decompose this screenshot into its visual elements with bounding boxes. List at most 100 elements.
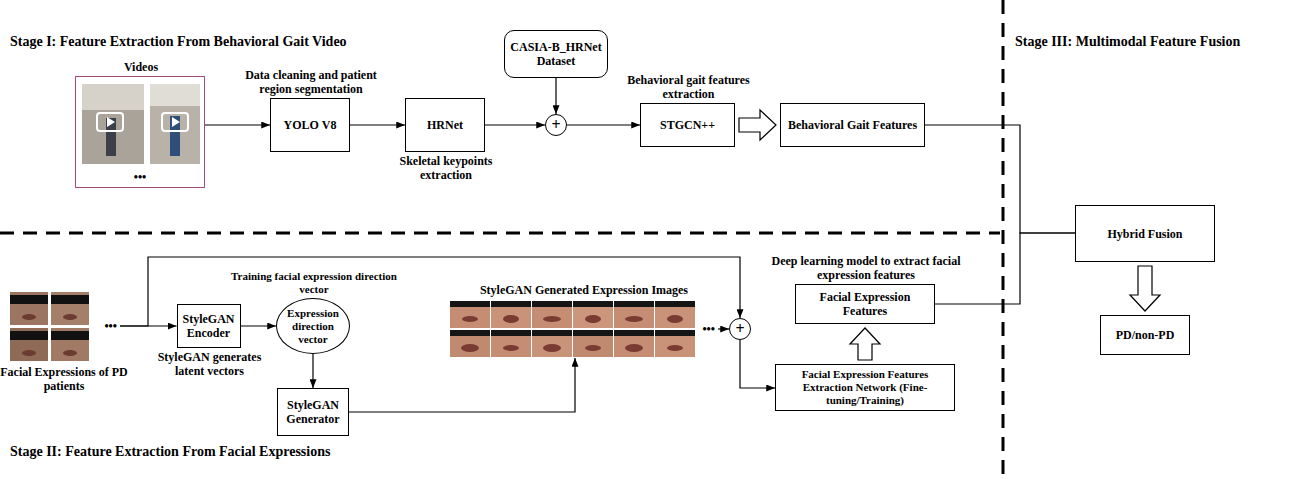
privacy-bar [655, 301, 695, 307]
privacy-bar [614, 330, 654, 336]
node-caption: Training facial expression direction vec… [229, 270, 399, 296]
process-box: STGCN++Behavioral gait features extracti… [640, 103, 735, 147]
expression-image [573, 301, 613, 328]
expression-image [450, 301, 490, 328]
play-icon [97, 113, 123, 131]
face-photo [10, 328, 48, 361]
node-content: + [730, 319, 750, 339]
privacy-bar [573, 330, 613, 336]
node-content: Behavioral Gait Features [781, 104, 924, 146]
node-caption: Facial Expressions of PD patients [0, 365, 129, 393]
feature-box: Facial Expression FeaturesDeep learning … [795, 284, 935, 324]
privacy-bar [491, 330, 531, 336]
ellipsis-mark: ••• [76, 170, 204, 184]
feature-box: Behavioral Gait Features [780, 103, 925, 147]
mouth [585, 315, 601, 323]
mouth [63, 314, 77, 320]
node-caption: Data cleaning and patient region segment… [236, 68, 386, 96]
node-text: PD/non-PD [1112, 328, 1179, 342]
face-photo [51, 292, 89, 325]
process-box: StyleGAN Generator [277, 388, 349, 436]
node-content: Expression direction vector [277, 299, 349, 353]
process-box: StyleGAN EncoderStyleGAN generates laten… [177, 304, 241, 348]
expression-image [532, 330, 572, 357]
node-text: + [731, 320, 748, 338]
process-box: HRNetSkeletal keypoints extraction [405, 98, 485, 152]
fusion-box: Hybrid Fusion [1075, 205, 1215, 262]
privacy-bar [614, 301, 654, 307]
face-photo [10, 292, 48, 325]
expression-image [532, 301, 572, 328]
node-content: StyleGAN Encoder [178, 305, 240, 347]
connector [935, 233, 1075, 304]
mouth [543, 344, 561, 352]
mouth [585, 345, 601, 351]
node-text: HRNet [423, 118, 467, 132]
node-content: CASIA-B_HRNet Dataset [505, 31, 607, 77]
expression-image [491, 330, 531, 357]
video-ceiling [150, 84, 200, 106]
privacy-bar [491, 301, 531, 307]
privacy-bar [532, 301, 572, 307]
node-content [8, 290, 120, 362]
node-text: StyleGAN Encoder [178, 312, 240, 340]
mouth [667, 345, 683, 351]
privacy-bar [450, 330, 490, 336]
dataset-box: CASIA-B_HRNet Dataset [504, 30, 608, 78]
mouth [625, 316, 643, 322]
node-caption: Behavioral gait features extraction [619, 73, 759, 101]
privacy-bar [10, 295, 48, 304]
connector [241, 325, 277, 326]
node-caption: Skeletal keypoints extraction [386, 154, 506, 182]
privacy-bar [10, 331, 48, 340]
sum-circle: + [729, 318, 751, 340]
video-frame [150, 84, 200, 164]
privacy-bar [51, 295, 89, 304]
block-arrow [1130, 266, 1160, 311]
generated-images [450, 301, 695, 357]
mouth [22, 350, 36, 356]
node-content: STGCN++ [641, 104, 734, 146]
vector-oval: Expression direction vectorTraining faci… [276, 298, 350, 354]
privacy-bar [450, 301, 490, 307]
mouth [667, 315, 683, 323]
stage-title: Stage I: Feature Extraction From Behavio… [10, 34, 347, 50]
connector [740, 340, 775, 388]
mouth [22, 314, 36, 320]
node-caption: Videos [81, 60, 201, 74]
privacy-bar [573, 301, 613, 307]
expression-image [491, 301, 531, 328]
node-caption: Deep learning model to extract facial ex… [751, 254, 981, 282]
connector [925, 125, 1075, 233]
connector [718, 328, 729, 329]
play-icon [162, 113, 188, 131]
video-ceiling [82, 84, 144, 110]
mouth [503, 315, 519, 323]
ellipsis-mark: ••• [104, 319, 117, 333]
node-text: + [547, 116, 564, 134]
stage-title: Stage II: Feature Extraction From Facial… [10, 444, 330, 460]
node-text: YOLO V8 [280, 118, 341, 132]
node-text: Expression direction vector [277, 307, 349, 346]
face-photo [51, 328, 89, 361]
privacy-bar [532, 330, 572, 336]
stage-title: Stage III: Multimodal Feature Fusion [1015, 34, 1240, 50]
video-person [170, 116, 180, 156]
connector [349, 358, 575, 412]
node-text: STGCN++ [656, 118, 719, 132]
expression-image [573, 330, 613, 357]
play-icon [172, 117, 180, 127]
node-content: StyleGAN Generator [278, 389, 348, 435]
privacy-bar [655, 330, 695, 336]
node-text: StyleGAN Generator [278, 398, 348, 426]
expression-image [655, 330, 695, 357]
connector [205, 124, 270, 125]
privacy-bar [51, 331, 89, 340]
node-text: Facial Expression Features Extraction Ne… [776, 368, 954, 407]
mouth [543, 316, 561, 322]
block-arrow [739, 110, 776, 140]
node-content: PD/non-PD [1101, 316, 1189, 354]
video-person [106, 118, 116, 156]
mouth [63, 350, 77, 356]
node-content: Hybrid Fusion [1076, 206, 1214, 261]
